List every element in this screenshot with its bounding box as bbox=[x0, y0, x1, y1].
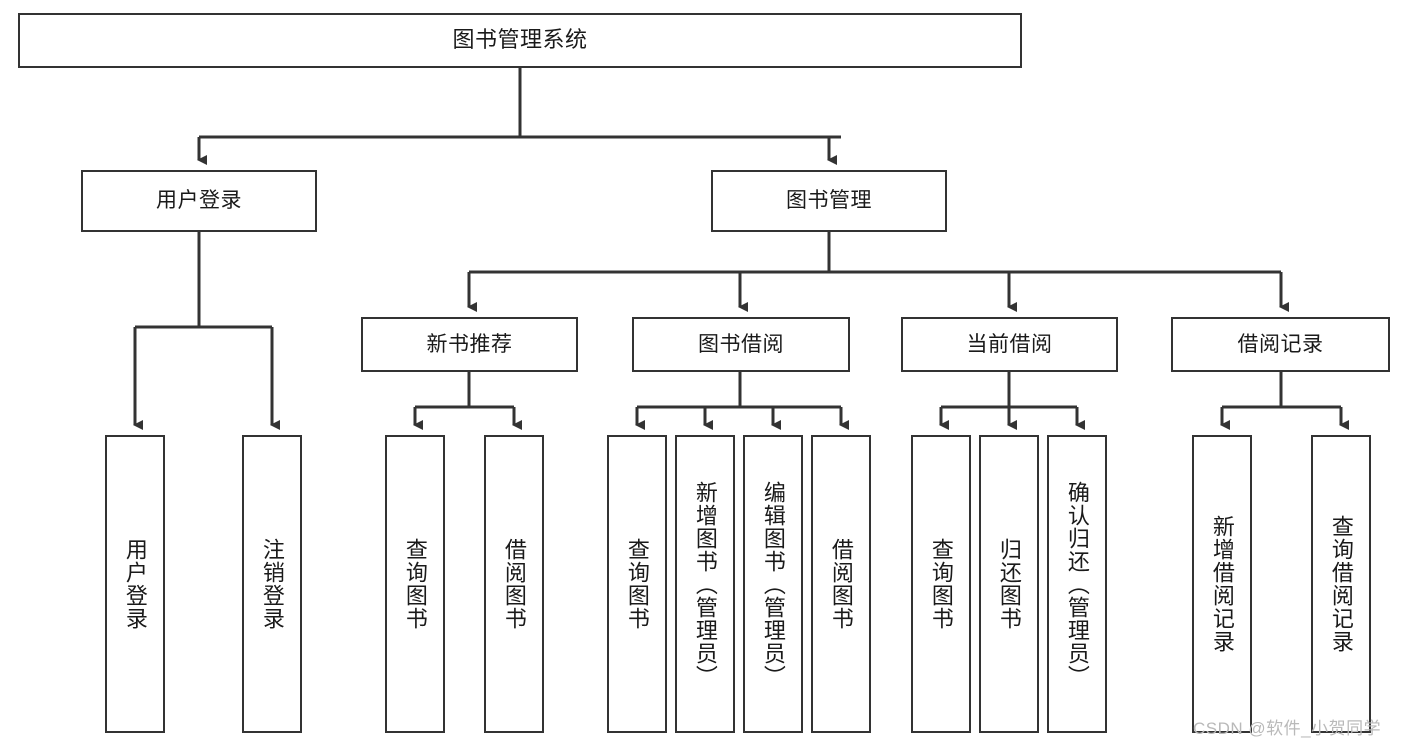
leaf-borrow-record-query-record[interactable]: 查询借阅记录 bbox=[1311, 435, 1371, 733]
node-label: 确认归还（管理员） bbox=[1064, 480, 1090, 688]
node-label: 查询图书 bbox=[402, 538, 428, 630]
node-label: 借阅记录 bbox=[1237, 332, 1324, 356]
leaf-current-borrow-query-books[interactable]: 查询图书 bbox=[911, 435, 971, 733]
node-label: 借阅图书 bbox=[828, 538, 854, 630]
csdn-watermark: CSDN @软件_小贺同学 bbox=[1193, 719, 1382, 738]
node-label: 新增图书（管理员） bbox=[692, 480, 718, 688]
node-label: 图书管理系统 bbox=[452, 27, 588, 53]
leaf-borrow-record-add-record[interactable]: 新增借阅记录 bbox=[1192, 435, 1252, 733]
node-label: 查询图书 bbox=[624, 538, 650, 630]
node-label: 新书推荐 bbox=[426, 332, 513, 356]
leaf-current-borrow-return-books[interactable]: 归还图书 bbox=[979, 435, 1039, 733]
leaf-user-login-logout[interactable]: 注销登录 bbox=[242, 435, 302, 733]
leaf-new-book-borrow-books[interactable]: 借阅图书 bbox=[484, 435, 544, 733]
leaf-user-login-login[interactable]: 用户登录 bbox=[105, 435, 165, 733]
node-root-book-management-system[interactable]: 图书管理系统 bbox=[18, 13, 1022, 68]
node-book-borrowing[interactable]: 图书借阅 bbox=[632, 317, 850, 372]
leaf-book-borrow-borrow-books[interactable]: 借阅图书 bbox=[811, 435, 871, 733]
node-label: 查询图书 bbox=[928, 538, 954, 630]
leaf-book-borrow-edit-book-admin[interactable]: 编辑图书（管理员） bbox=[743, 435, 803, 733]
leaf-book-borrow-query-books[interactable]: 查询图书 bbox=[607, 435, 667, 733]
node-label: 注销登录 bbox=[259, 538, 285, 630]
node-label: 用户登录 bbox=[156, 189, 242, 213]
node-label: 新增借阅记录 bbox=[1209, 515, 1235, 653]
node-book-management[interactable]: 图书管理 bbox=[711, 170, 947, 232]
leaf-new-book-query-books[interactable]: 查询图书 bbox=[385, 435, 445, 733]
leaf-book-borrow-add-book-admin[interactable]: 新增图书（管理员） bbox=[675, 435, 735, 733]
node-label: 查询借阅记录 bbox=[1328, 515, 1354, 653]
node-current-borrowing[interactable]: 当前借阅 bbox=[901, 317, 1118, 372]
node-user-login[interactable]: 用户登录 bbox=[81, 170, 317, 232]
node-label: 借阅图书 bbox=[501, 538, 527, 630]
leaf-current-borrow-confirm-return-admin[interactable]: 确认归还（管理员） bbox=[1047, 435, 1107, 733]
node-new-book-recommendation[interactable]: 新书推荐 bbox=[361, 317, 578, 372]
node-label: 归还图书 bbox=[996, 538, 1022, 630]
node-borrowing-record[interactable]: 借阅记录 bbox=[1171, 317, 1390, 372]
node-label: 编辑图书（管理员） bbox=[760, 480, 786, 688]
node-label: 图书借阅 bbox=[698, 332, 784, 356]
node-label: 用户登录 bbox=[122, 538, 148, 630]
node-label: 图书管理 bbox=[786, 189, 872, 213]
node-label: 当前借阅 bbox=[966, 332, 1053, 356]
